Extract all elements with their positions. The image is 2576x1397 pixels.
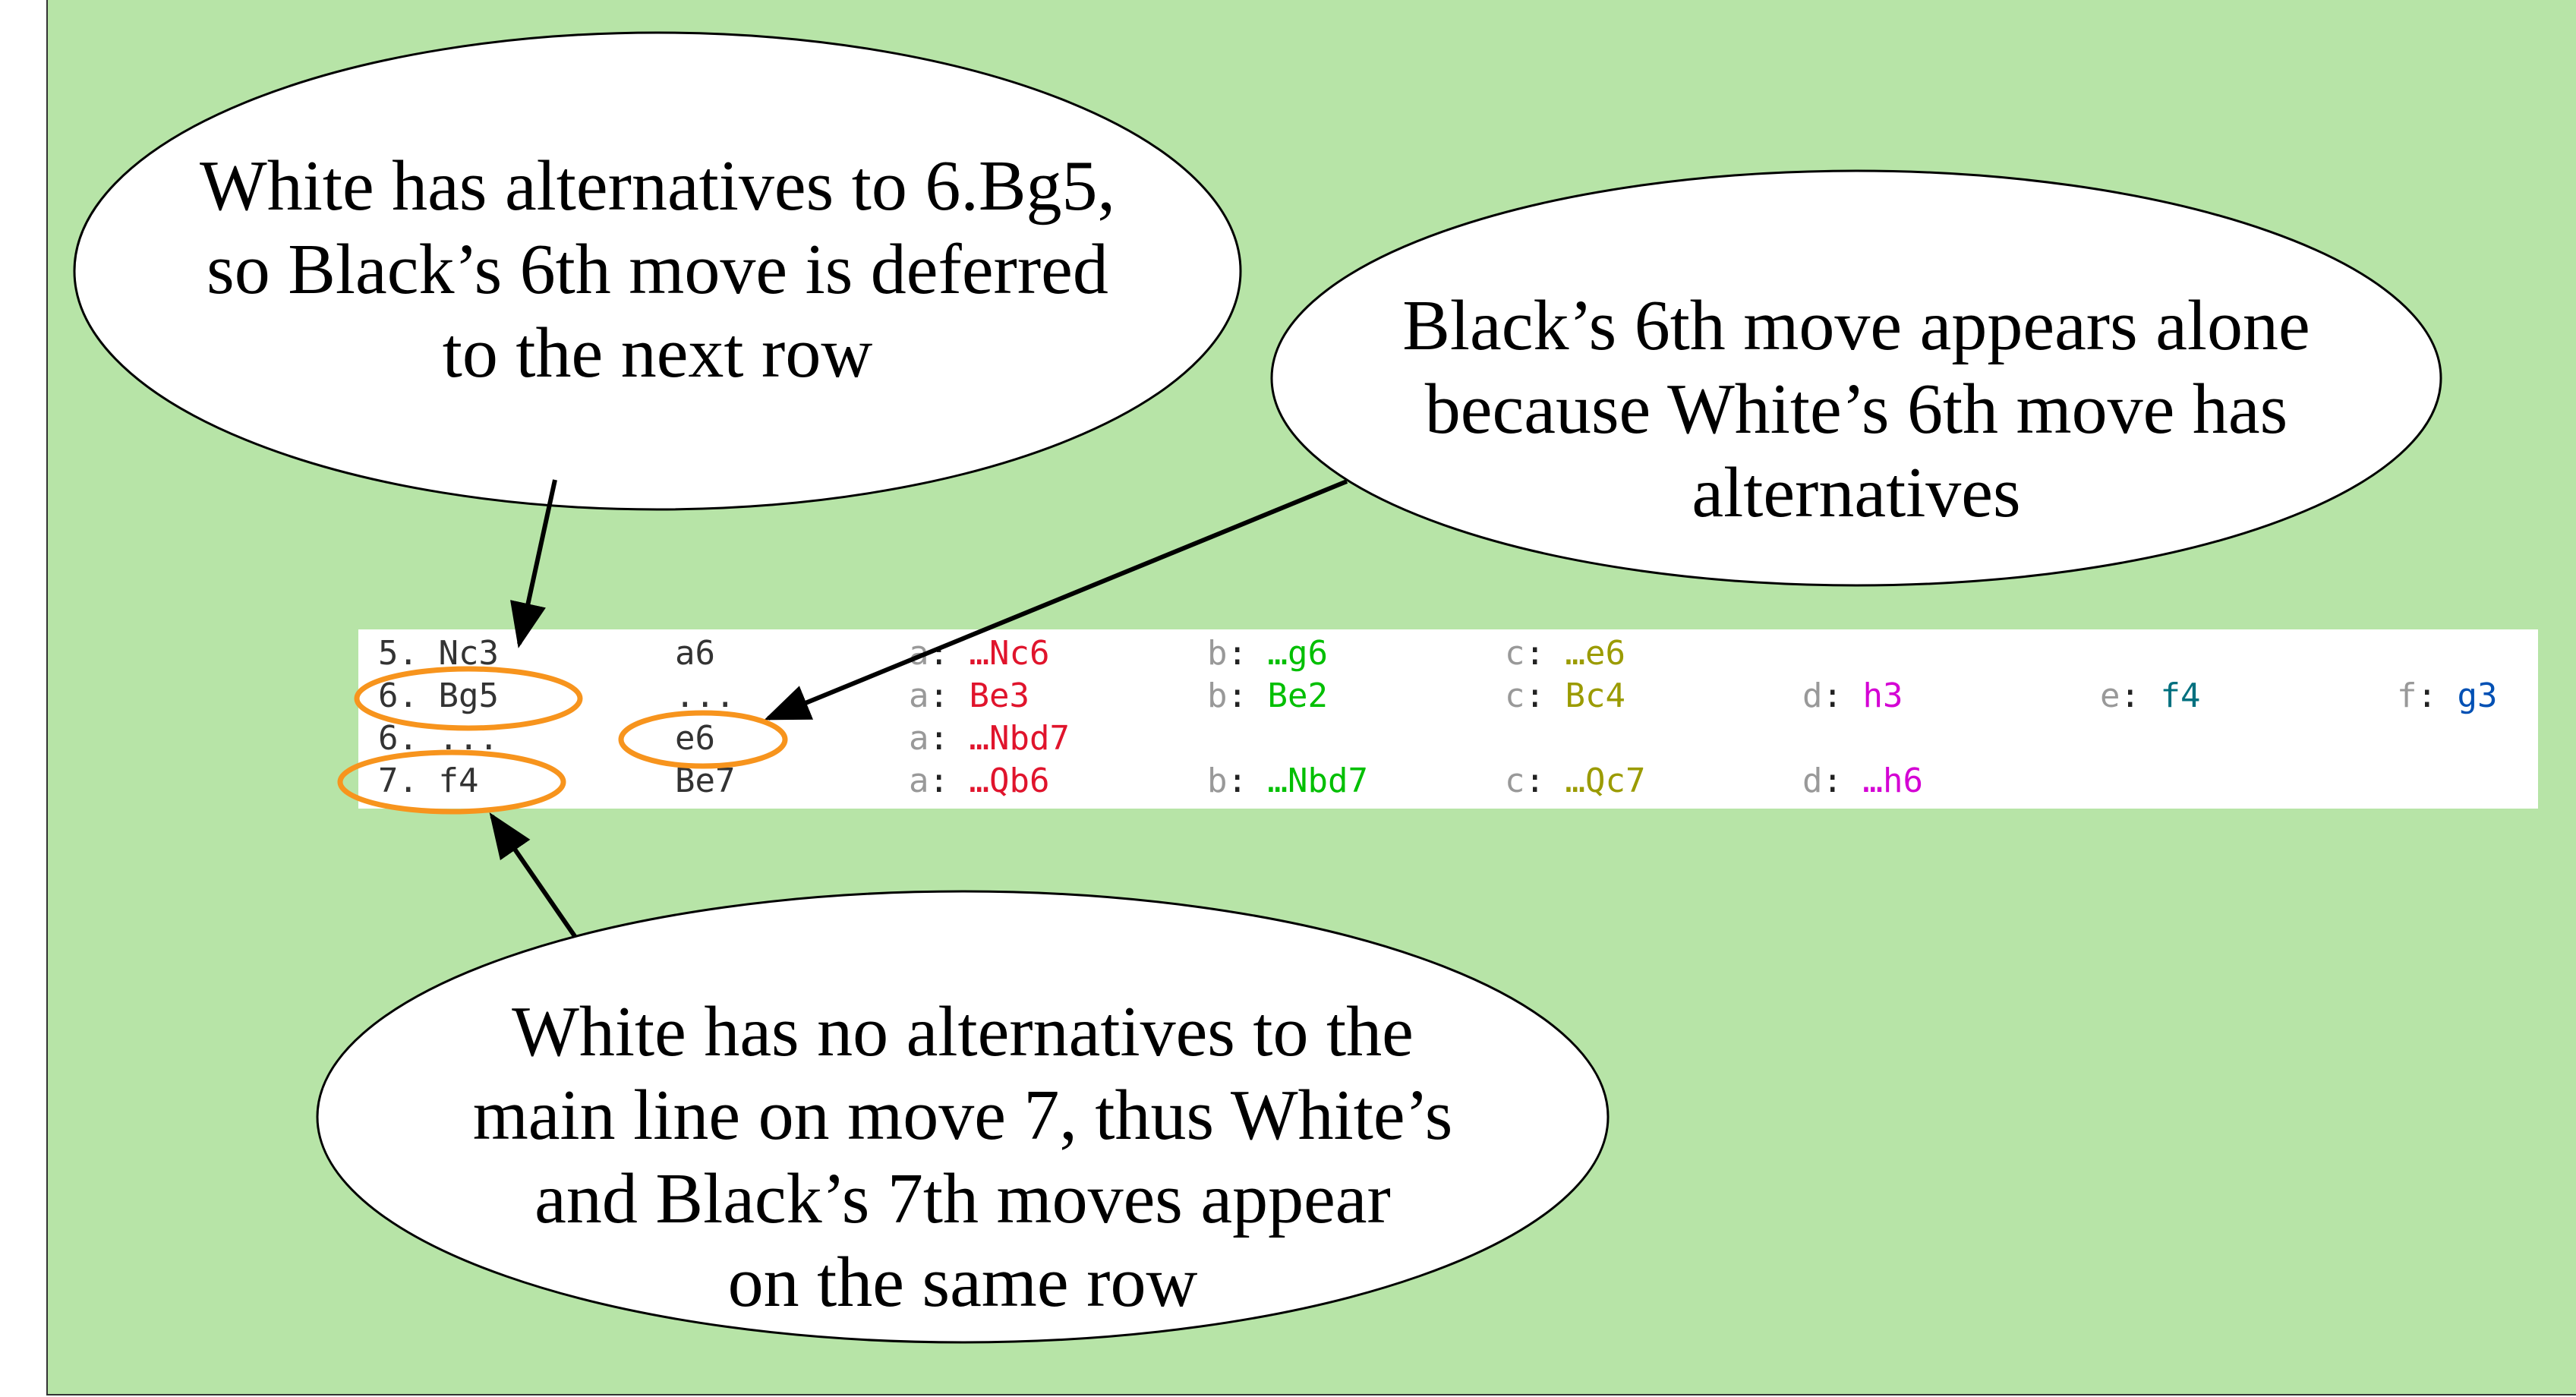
callout-line: so Black’s 6th move is deferred (207, 230, 1108, 309)
alternative-move-text: f4 (2160, 676, 2201, 715)
alternative-letter: c (1505, 676, 1525, 715)
alternative-move-text: …Nbd7 (969, 719, 1070, 758)
separator: : (1822, 762, 1863, 800)
alternative-move[interactable]: b: Be2 (1207, 675, 1328, 717)
alternative-letter: d (1802, 676, 1823, 715)
alternative-letter: c (1505, 634, 1525, 673)
callout-bubble-2 (1270, 169, 2442, 587)
alternative-move[interactable]: a: …Qb6 (909, 760, 1049, 803)
callout-line: White has no alternatives to the (512, 992, 1414, 1071)
highlight-ellipse-f4 (337, 749, 566, 815)
alternative-move-text: Be3 (969, 676, 1029, 715)
separator: : (2120, 676, 2161, 715)
arrow-3 (489, 812, 577, 938)
separator: : (1822, 676, 1863, 715)
white-move[interactable]: 6. Bg5 (378, 676, 499, 715)
callout-text-1: White has alternatives to 6.Bg5, so Blac… (126, 144, 1189, 395)
callout-line: alternatives (1692, 453, 2021, 532)
black-move[interactable]: a6 (675, 634, 715, 673)
black-move[interactable]: e6 (675, 719, 715, 758)
callout-bubble-3 (316, 890, 1610, 1344)
alternative-move[interactable]: b: …g6 (1207, 632, 1328, 675)
alternative-move-text: …Nbd7 (1267, 762, 1368, 800)
separator: : (929, 719, 970, 758)
alternative-move[interactable]: a: Be3 (909, 675, 1029, 717)
callout-line: because White’s 6th move has (1424, 370, 2288, 449)
alternative-move[interactable]: d: h3 (1802, 675, 1903, 717)
alternative-move-text: …h6 (1862, 762, 1923, 800)
callout-line: to the next row (442, 314, 873, 393)
alternative-move[interactable]: e: f4 (2100, 675, 2200, 717)
alternative-letter: a (909, 719, 929, 758)
separator: : (929, 762, 970, 800)
alternative-move-text: …g6 (1267, 634, 1328, 673)
alternative-move[interactable]: c: …e6 (1505, 632, 1625, 675)
white-move[interactable]: 5. Nc3 (378, 634, 499, 673)
callout-line: White has alternatives to 6.Bg5, (199, 147, 1116, 225)
alternative-letter: d (1802, 762, 1823, 800)
alternative-move-text: h3 (1862, 676, 1903, 715)
highlight-ellipse-e6 (618, 710, 788, 769)
alternative-move[interactable]: a: …Nbd7 (909, 717, 1070, 760)
alternative-move-text: …Qb6 (969, 762, 1050, 800)
callout-line: on the same row (727, 1243, 1198, 1322)
separator: : (1524, 676, 1565, 715)
separator: : (929, 676, 970, 715)
arrow-2 (764, 479, 1348, 721)
separator: : (1227, 762, 1268, 800)
callout-line: Black’s 6th move appears alone (1402, 286, 2310, 365)
alternative-letter: e (2100, 676, 2120, 715)
white-move[interactable]: 7. f4 (378, 762, 479, 800)
callout-line: and Black’s 7th moves appear (534, 1159, 1391, 1238)
alternative-move[interactable]: d: …h6 (1802, 760, 1923, 803)
alternative-move[interactable]: c: …Qc7 (1505, 760, 1645, 803)
alternative-letter: b (1207, 676, 1228, 715)
alternative-move-text: Be2 (1267, 676, 1328, 715)
table-row: 6. Bg5... a: Be3 b: Be2 c: Bc4 d: h3 e: f4 f: … (358, 675, 2538, 717)
highlight-ellipse-bg5 (354, 666, 583, 731)
alternative-letter: a (909, 676, 929, 715)
alternative-letter: b (1207, 634, 1228, 673)
callout-text-3: White has no alternatives to the main li… (393, 990, 1532, 1324)
separator: : (2417, 676, 2458, 715)
alternative-move-text: …Qc7 (1565, 762, 1646, 800)
alternative-move-text: …Nc6 (969, 634, 1050, 673)
separator: : (1227, 634, 1268, 673)
arrow-1 (510, 479, 557, 648)
alternative-move-text: g3 (2457, 676, 2498, 715)
separator: : (1524, 634, 1565, 673)
separator: : (1524, 762, 1565, 800)
alternative-move[interactable]: b: …Nbd7 (1207, 760, 1368, 803)
separator: : (1227, 676, 1268, 715)
alternative-letter: b (1207, 762, 1228, 800)
callout-text-2: Black’s 6th move appears alone because W… (1325, 284, 2388, 535)
alternative-letter: a (909, 762, 929, 800)
alternative-letter: c (1505, 762, 1525, 800)
callout-line: main line on move 7, thus White’s (472, 1076, 1453, 1155)
alternative-move[interactable]: c: Bc4 (1505, 675, 1625, 717)
black-move[interactable]: ... (675, 676, 736, 715)
alternative-move-text: …e6 (1565, 634, 1625, 673)
alternative-move-text: Bc4 (1565, 676, 1625, 715)
move-table: 5. Nc3 a6 a: …Nc6 b: …g6 c: …e6 6. Bg5... a: B… (358, 629, 2538, 809)
alternative-letter: f (2397, 676, 2417, 715)
callout-bubble-1 (73, 31, 1242, 511)
alternative-move[interactable]: f: g3 (2397, 675, 2497, 717)
